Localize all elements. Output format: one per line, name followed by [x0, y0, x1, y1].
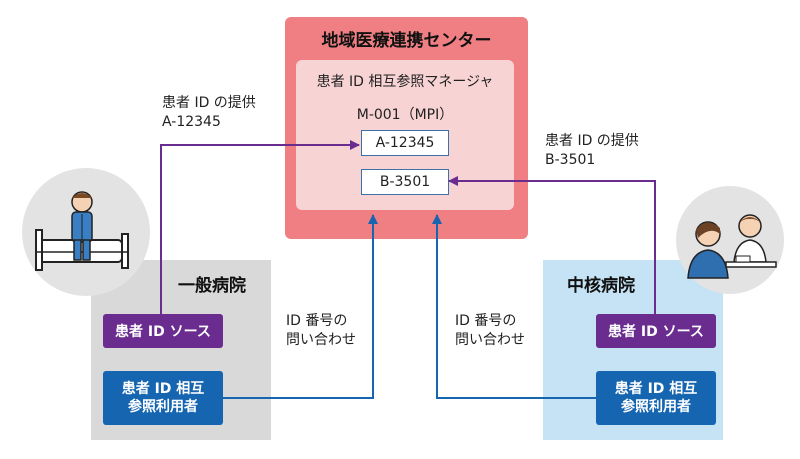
- mpi-id-label: M-001（MPI）: [356, 107, 454, 123]
- core-source-label: 患者 ID ソース: [608, 324, 704, 340]
- right-query-line1: ID 番号の: [455, 313, 517, 329]
- general-source-label: 患者 ID ソース: [115, 324, 211, 340]
- right-query-label: ID 番号の 問い合わせ: [455, 312, 525, 350]
- right-provide-line2: B-3501: [545, 152, 596, 168]
- left-query-arrow: [223, 214, 378, 399]
- id-box-b: B-3501: [361, 169, 449, 195]
- core-consumer-label-line2: 参照利用者: [621, 399, 691, 415]
- core-consumer-label-line1: 患者 ID 相互: [614, 381, 698, 397]
- right-query-line2: 問い合わせ: [455, 332, 525, 348]
- core-consumer-tag: 患者 ID 相互 参照利用者: [596, 371, 716, 425]
- right-provide-arrow: [448, 176, 656, 314]
- right-query-arrow: [432, 214, 596, 399]
- center-title: 地域医療連携センター: [321, 31, 492, 51]
- right-provide-line1: 患者 ID の提供: [545, 133, 639, 149]
- left-provide-line1: 患者 ID の提供: [162, 95, 256, 111]
- right-provide-label: 患者 ID の提供 B-3501: [545, 132, 639, 170]
- core-hospital-title: 中核病院: [567, 276, 635, 296]
- general-consumer-tag: 患者 ID 相互 参照利用者: [103, 371, 223, 425]
- general-consumer-label-line2: 参照利用者: [128, 399, 198, 415]
- left-provide-arrow: [160, 140, 360, 314]
- left-query-line1: ID 番号の: [286, 313, 348, 329]
- general-source-tag: 患者 ID ソース: [103, 314, 223, 348]
- left-provide-line2: A-12345: [162, 114, 221, 130]
- left-query-line2: 問い合わせ: [286, 332, 356, 348]
- patient-illustration: [22, 168, 150, 296]
- general-consumer-label-line1: 患者 ID 相互: [121, 381, 205, 397]
- patient-in-bed-icon: [35, 191, 129, 271]
- left-query-label: ID 番号の 問い合わせ: [286, 312, 356, 350]
- consultation-illustration: [676, 186, 784, 294]
- mpi-manager-title: 患者 ID 相互参照マネージャ: [316, 74, 494, 90]
- doctor-consultation-icon: [687, 214, 777, 279]
- core-source-tag: 患者 ID ソース: [596, 314, 716, 348]
- left-provide-label: 患者 ID の提供 A-12345: [162, 94, 256, 132]
- id-box-a: A-12345: [361, 130, 449, 156]
- general-hospital-title: 一般病院: [178, 276, 246, 296]
